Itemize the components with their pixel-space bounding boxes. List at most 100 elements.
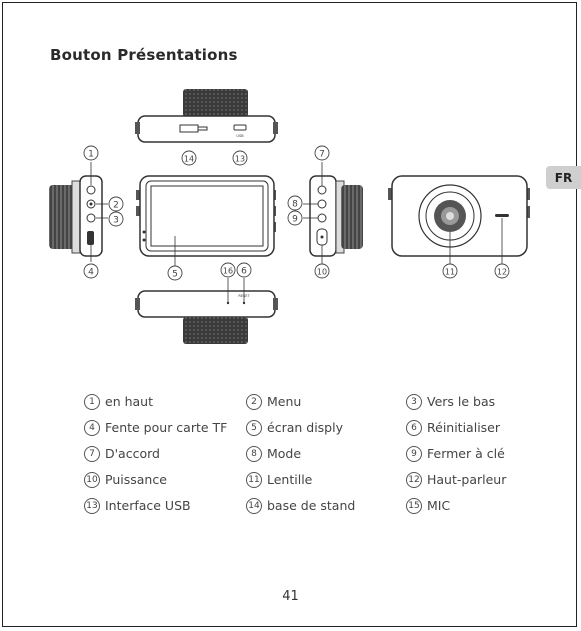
legend-item: 13 Interface USB bbox=[84, 496, 246, 515]
legend-item: 14 base de stand bbox=[246, 496, 406, 515]
callout-13: 13 bbox=[233, 151, 247, 165]
callout-1: 1 bbox=[84, 146, 98, 160]
callout-6: 6 bbox=[237, 263, 251, 277]
legend-label: Mode bbox=[267, 446, 301, 461]
front-screen-view bbox=[136, 176, 276, 266]
legend-label: Puissance bbox=[105, 472, 167, 487]
svg-text:1: 1 bbox=[88, 150, 94, 160]
legend-label: en haut bbox=[105, 394, 153, 409]
ok-button-icon bbox=[318, 186, 326, 194]
svg-text:3: 3 bbox=[113, 216, 119, 226]
svg-text:2: 2 bbox=[113, 201, 119, 211]
legend-number: 9 bbox=[406, 446, 422, 462]
legend-item: 15 MIC bbox=[406, 496, 524, 515]
svg-text:14: 14 bbox=[184, 155, 194, 164]
callout-8: 8 bbox=[288, 196, 302, 210]
legend-item: 8 Mode bbox=[246, 444, 406, 463]
svg-text:16: 16 bbox=[223, 267, 233, 276]
legend-number: 14 bbox=[246, 498, 262, 514]
legend-label: MIC bbox=[427, 498, 450, 513]
legend-number: 1 bbox=[84, 394, 100, 410]
back-lens-view bbox=[388, 176, 530, 264]
dashcam-diagram: USB bbox=[0, 0, 581, 360]
legend-label: Fente pour carte TF bbox=[105, 420, 227, 435]
legend-label: Haut-parleur bbox=[427, 472, 506, 487]
legend-item: 4 Fente pour carte TF bbox=[84, 418, 246, 437]
callout-16: 16 bbox=[221, 263, 235, 277]
left-side-view bbox=[49, 162, 108, 262]
svg-text:12: 12 bbox=[497, 268, 507, 277]
up-button-icon bbox=[87, 186, 95, 194]
tf-card-slot bbox=[87, 231, 94, 245]
callout-9: 9 bbox=[288, 211, 302, 225]
bottom-view: RESET bbox=[135, 278, 278, 344]
page-number: 41 bbox=[0, 589, 581, 604]
legend-item: 6 Réinitialiser bbox=[406, 418, 524, 437]
display-screen bbox=[151, 186, 263, 246]
legend-label: Menu bbox=[267, 394, 301, 409]
legend-label: Lentille bbox=[267, 472, 312, 487]
speaker-grille bbox=[495, 214, 509, 217]
legend-item: 1 en haut bbox=[84, 392, 246, 411]
callout-14: 14 bbox=[182, 151, 196, 165]
legend-item: 2 Menu bbox=[246, 392, 406, 411]
down-button-icon bbox=[87, 214, 95, 222]
svg-text:10: 10 bbox=[317, 268, 327, 277]
legend-item: 3 Vers le bas bbox=[406, 392, 524, 411]
legend-item: 7 D'accord bbox=[84, 444, 246, 463]
svg-text:11: 11 bbox=[445, 268, 455, 277]
legend-label: Interface USB bbox=[105, 498, 191, 513]
svg-text:7: 7 bbox=[319, 150, 325, 160]
mode-button-icon bbox=[318, 200, 326, 208]
callout-5: 5 bbox=[168, 266, 182, 280]
callout-3: 3 bbox=[109, 212, 123, 226]
legend-number: 13 bbox=[84, 498, 100, 514]
legend-label: Vers le bas bbox=[427, 394, 495, 409]
legend-number: 15 bbox=[406, 498, 422, 514]
svg-text:5: 5 bbox=[172, 270, 178, 280]
callout-12: 12 bbox=[495, 264, 509, 278]
lens-barrel-left bbox=[49, 185, 75, 249]
svg-text:9: 9 bbox=[292, 215, 298, 225]
svg-text:4: 4 bbox=[88, 268, 94, 278]
bottom-body bbox=[138, 291, 275, 317]
svg-text:6: 6 bbox=[241, 267, 247, 277]
callout-2: 2 bbox=[109, 197, 123, 211]
legend-number: 4 bbox=[84, 420, 100, 436]
legend-number: 8 bbox=[246, 446, 262, 462]
legend-number: 12 bbox=[406, 472, 422, 488]
legend-label: Fermer à clé bbox=[427, 446, 505, 461]
button-legend: 1 en haut 2 Menu 3 Vers le bas 4 Fente pour … bbox=[84, 392, 524, 515]
callout-7: 7 bbox=[315, 146, 329, 160]
callout-11: 11 bbox=[443, 264, 457, 278]
mount-knob-top bbox=[183, 89, 248, 117]
lens-barrel-right bbox=[341, 185, 363, 249]
legend-item: 12 Haut-parleur bbox=[406, 470, 524, 489]
right-side-view bbox=[303, 162, 363, 264]
legend-item: 9 Fermer à clé bbox=[406, 444, 524, 463]
legend-number: 6 bbox=[406, 420, 422, 436]
reset-label: RESET bbox=[238, 294, 250, 298]
callout-10: 10 bbox=[315, 264, 329, 278]
top-view: USB bbox=[135, 89, 278, 142]
legend-number: 11 bbox=[246, 472, 262, 488]
legend-number: 3 bbox=[406, 394, 422, 410]
legend-number: 7 bbox=[84, 446, 100, 462]
reset-hole bbox=[243, 302, 245, 304]
legend-label: Réinitialiser bbox=[427, 420, 500, 435]
legend-label: base de stand bbox=[267, 498, 355, 513]
legend-item: 10 Puissance bbox=[84, 470, 246, 489]
svg-text:13: 13 bbox=[235, 155, 245, 164]
legend-item: 11 Lentille bbox=[246, 470, 406, 489]
legend-number: 5 bbox=[246, 420, 262, 436]
callout-4: 4 bbox=[84, 264, 98, 278]
lock-button-icon bbox=[318, 214, 326, 222]
legend-number: 2 bbox=[246, 394, 262, 410]
mic-hole bbox=[227, 302, 229, 304]
usb-port-label: USB bbox=[236, 134, 244, 138]
svg-text:8: 8 bbox=[292, 200, 298, 210]
mount-knob-bottom bbox=[183, 317, 248, 344]
legend-number: 10 bbox=[84, 472, 100, 488]
legend-label: D'accord bbox=[105, 446, 160, 461]
